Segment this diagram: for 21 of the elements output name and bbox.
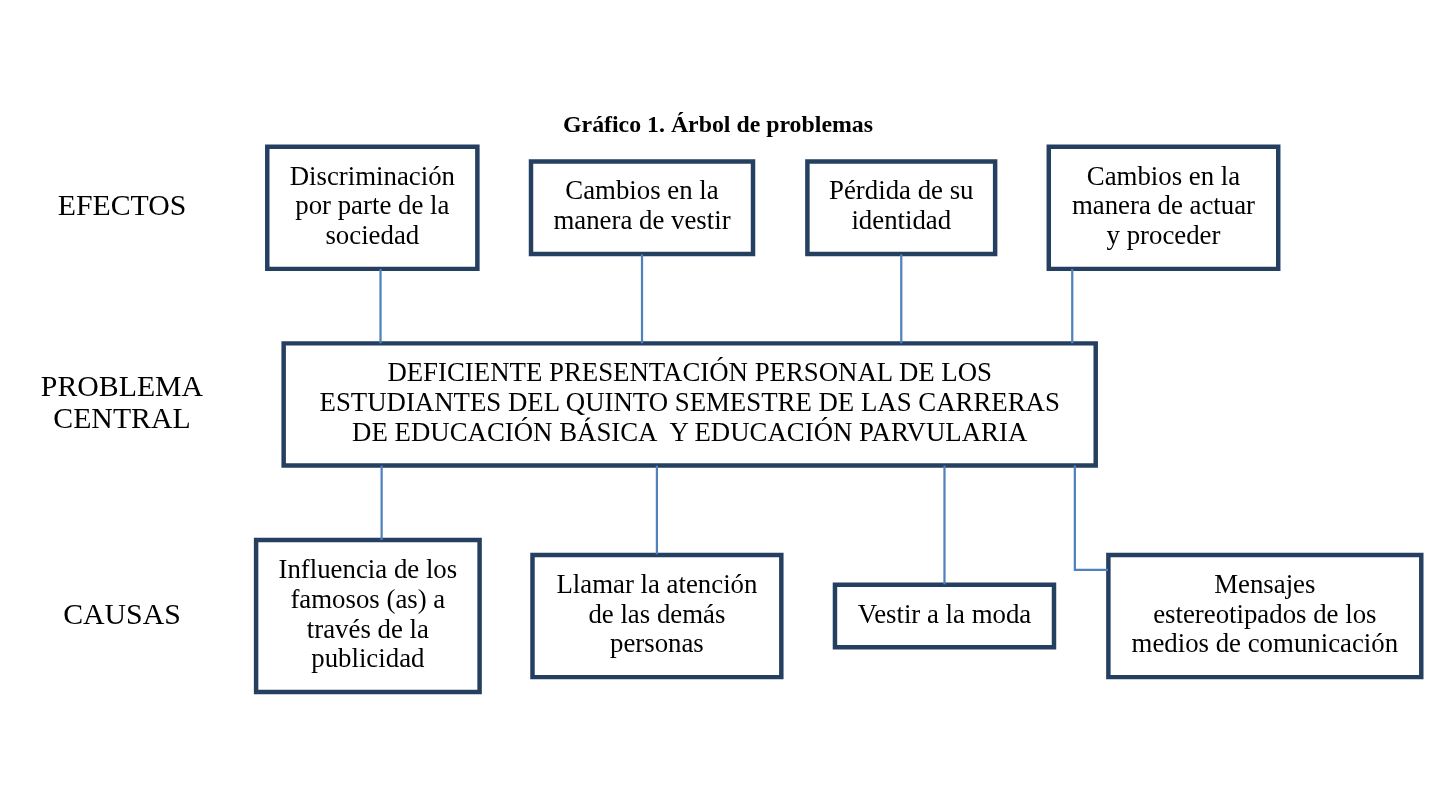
connector [943, 465, 946, 585]
node-box: DEFICIENTE PRESENTACIÓN PERSONAL DE LOS ESTUDIANTES DEL QUINTO SEMESTRE DE LAS CARRERAS DE EDUCACIÓN BÁSICA Y EDUCACIÓN PARVULARIA [281, 341, 1098, 468]
label: EFECTOS [57, 188, 187, 222]
node-box: Vestir a la moda [832, 582, 1057, 650]
node-box: Mensajes estereotipados de los medios de comunicación [1106, 552, 1424, 680]
connector [379, 268, 382, 344]
node-box: Cambios en la manera de vestir [528, 159, 756, 257]
node-box: Discriminación por parte de la sociedad [265, 144, 480, 272]
diagram-title: Gráfico 1. Árbol de problemas [563, 110, 874, 137]
node-box: Cambios en la manera de actuar y proceder [1046, 144, 1281, 272]
label: PROBLEMA CENTRAL [40, 368, 204, 435]
connector [1071, 268, 1074, 344]
node-box: Llamar la atención de las demás personas [530, 552, 784, 680]
connector [1073, 465, 1108, 571]
connector [655, 465, 659, 555]
label: CAUSAS [63, 596, 181, 630]
connector [640, 254, 644, 344]
connector [900, 254, 903, 344]
node-box: Pérdida de su identidad [805, 159, 998, 257]
connector [380, 465, 383, 540]
node-box: Influencia de los famosos (as) a través de la publicidad [253, 537, 482, 695]
